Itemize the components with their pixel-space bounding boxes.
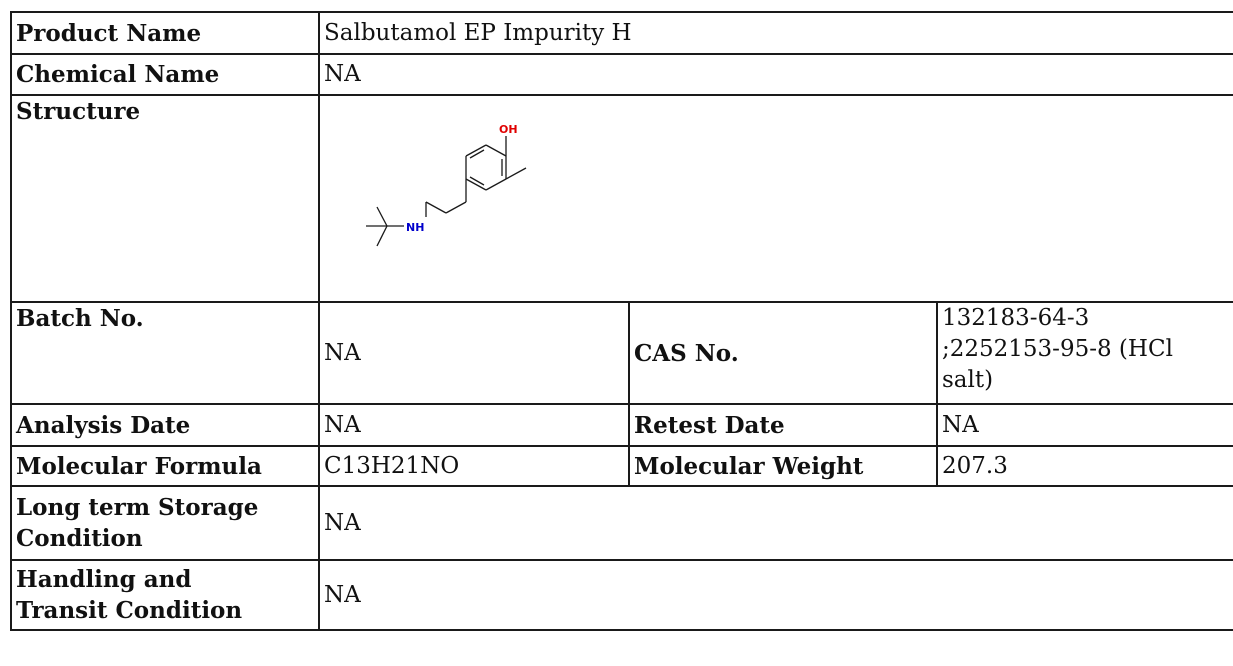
bond-ring-double-2 bbox=[469, 176, 485, 186]
structure-cell: OH NH bbox=[317, 94, 1233, 303]
row-storage: Long term Storage Condition NA bbox=[10, 485, 1233, 561]
structure-wrap: OH NH bbox=[321, 97, 1233, 300]
cas-line-2: ;2252153-95-8 (HCl bbox=[942, 336, 1173, 362]
row-formula-weight: Molecular Formula C13H21NO Molecular Wei… bbox=[10, 445, 1233, 487]
handling-label-line-2: Transit Condition bbox=[16, 597, 243, 624]
structure-bonds bbox=[366, 136, 527, 247]
molecular-formula-label: Molecular Formula bbox=[10, 445, 320, 487]
row-structure: Structure bbox=[10, 94, 1233, 303]
molecular-formula-value: C13H21NO bbox=[318, 445, 630, 487]
nh-atom-label: NH bbox=[406, 221, 424, 234]
retest-date-label: Retest Date bbox=[628, 403, 938, 447]
batch-value: NA bbox=[318, 301, 630, 405]
product-name-value: Salbutamol EP Impurity H bbox=[317, 11, 1233, 55]
cas-line-1: 132183-64-3 bbox=[942, 305, 1090, 331]
cas-label: CAS No. bbox=[628, 301, 938, 405]
bond-chain-3 bbox=[425, 201, 447, 214]
cas-value: 132183-64-3 ;2252153-95-8 (HCl salt) bbox=[935, 301, 1233, 405]
row-batch-cas: Batch No. NA CAS No. 132183-64-3 ;225215… bbox=[10, 301, 1233, 405]
batch-label: Batch No. bbox=[10, 301, 320, 405]
bond-ring-double-1 bbox=[469, 149, 485, 159]
handling-value: NA bbox=[317, 559, 1233, 631]
bond-ring-4 bbox=[485, 178, 507, 191]
storage-label-line-1: Long term Storage bbox=[16, 494, 259, 521]
bond-methyl bbox=[505, 167, 527, 180]
product-name-label: Product Name bbox=[10, 11, 320, 55]
bond-tbutyl-2 bbox=[376, 206, 388, 227]
product-spec-table: Product Name Salbutamol EP Impurity H Ch… bbox=[10, 11, 1233, 631]
cas-line-3: salt) bbox=[942, 367, 994, 393]
oh-atom-label: OH bbox=[499, 123, 518, 136]
chemical-name-value: NA bbox=[317, 53, 1233, 96]
molecular-weight-value: 207.3 bbox=[935, 445, 1233, 487]
row-dates: Analysis Date NA Retest Date NA bbox=[10, 403, 1233, 447]
molecular-weight-label: Molecular Weight bbox=[628, 445, 938, 487]
row-chemical-name: Chemical Name NA bbox=[10, 53, 1233, 96]
retest-date-value: NA bbox=[935, 403, 1233, 447]
row-product-name: Product Name Salbutamol EP Impurity H bbox=[10, 11, 1233, 55]
bond-ring-1 bbox=[465, 144, 487, 157]
handling-label: Handling and Transit Condition bbox=[10, 559, 320, 631]
bond-tbutyl-3 bbox=[376, 225, 388, 247]
storage-label-line-2: Condition bbox=[16, 525, 143, 552]
bond-ring-6 bbox=[485, 144, 507, 157]
bond-chain-2 bbox=[445, 201, 467, 214]
structure-label: Structure bbox=[10, 94, 320, 303]
chemical-name-label: Chemical Name bbox=[10, 53, 320, 96]
row-handling: Handling and Transit Condition NA bbox=[10, 559, 1233, 631]
storage-value: NA bbox=[317, 485, 1233, 561]
storage-label: Long term Storage Condition bbox=[10, 485, 320, 561]
bond-ring-3 bbox=[465, 178, 487, 191]
chemical-structure-diagram: OH NH bbox=[366, 123, 527, 247]
handling-label-line-1: Handling and bbox=[16, 566, 192, 593]
analysis-date-value: NA bbox=[318, 403, 630, 447]
analysis-date-label: Analysis Date bbox=[10, 403, 320, 447]
